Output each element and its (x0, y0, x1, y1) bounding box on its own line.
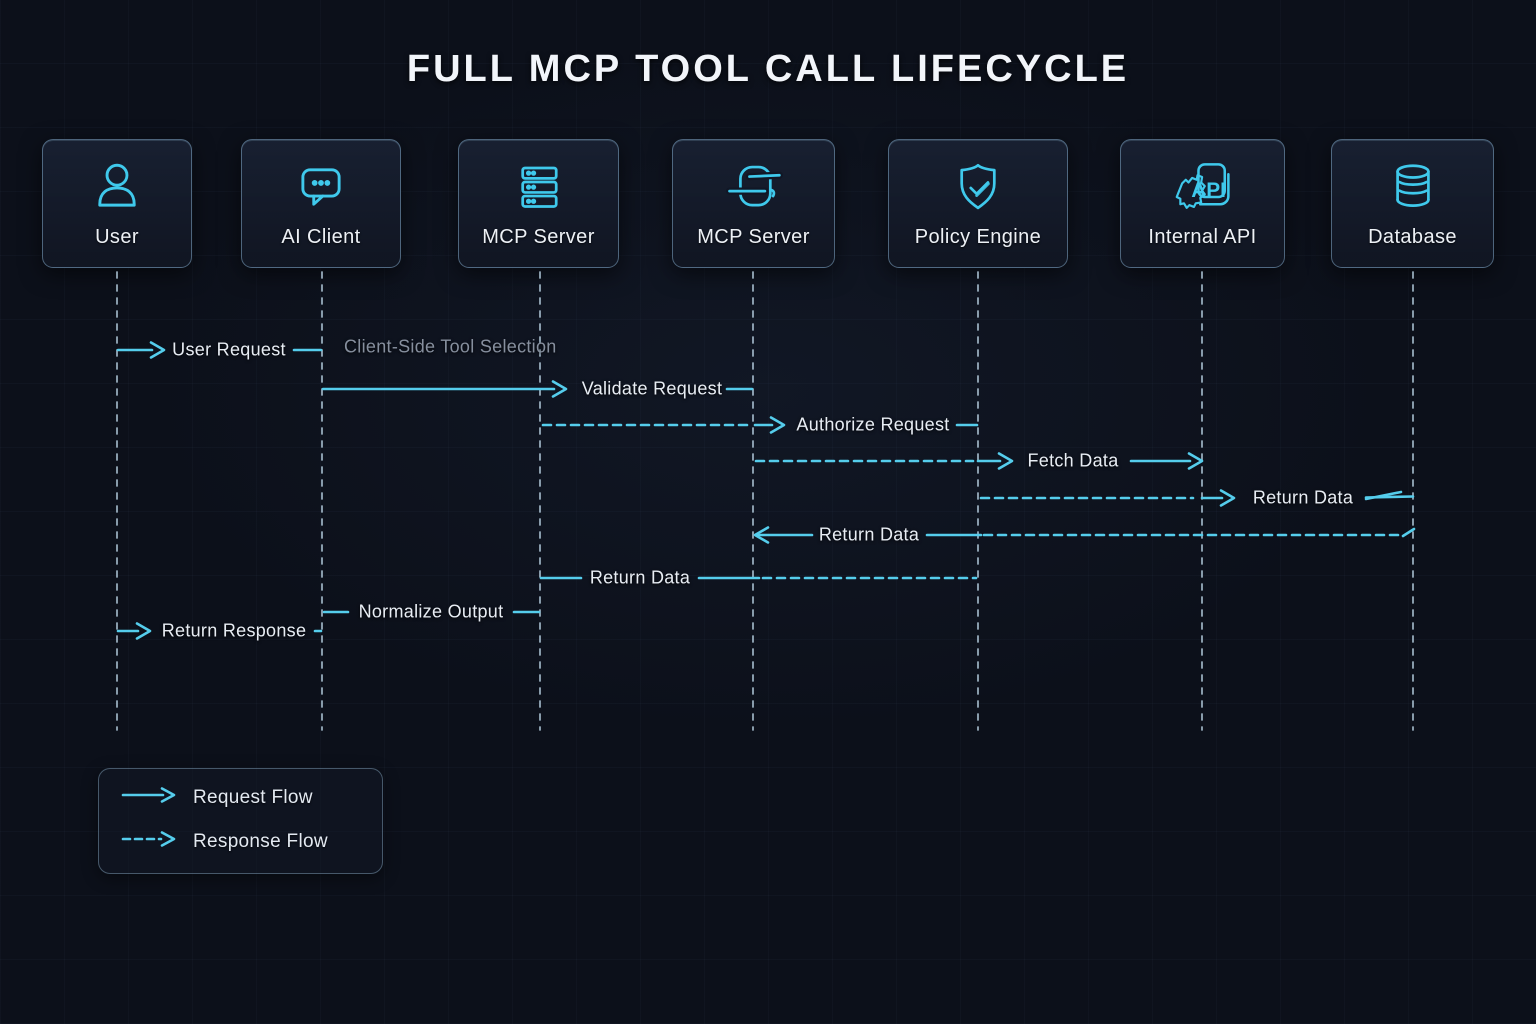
actor-label: User (95, 226, 139, 248)
message-label-return-data-1: Return Data (1252, 487, 1354, 508)
api-document-gear-icon: API (1174, 158, 1232, 216)
message-label-return-data-2: Return Data (818, 524, 920, 545)
shield-check-icon (949, 158, 1007, 216)
database-cylinder-icon (1384, 158, 1442, 216)
message-label-fetch-data: Fetch Data (1027, 450, 1119, 471)
message-label-normalize-output: Normalize Output (358, 601, 504, 622)
actor-label: MCP Server (482, 226, 595, 248)
actor-label: Policy Engine (914, 226, 1042, 248)
message-label-authorize-request: Authorize Request (796, 414, 950, 435)
message-label-validate-request: Validate Request (581, 378, 723, 399)
message-label-user-request: User Request (172, 339, 286, 360)
actor-label: Internal API (1148, 226, 1257, 248)
lifelines (116, 271, 1414, 731)
actor-policy-engine: Policy Engine (888, 139, 1068, 268)
actor-database: Database (1331, 139, 1494, 268)
chat-bubble-icon (292, 158, 350, 216)
message-label-return-response: Return Response (161, 620, 307, 641)
actor-label: Database (1368, 226, 1457, 248)
legend-response-label: Response Flow (193, 830, 328, 852)
message-arrows (116, 341, 1416, 640)
legend-response-flow: Response Flow (121, 830, 328, 853)
dashed-arrow-icon (121, 830, 177, 853)
actor-internal-api: API Internal API (1120, 139, 1285, 268)
diagram-title: FULL MCP TOOL CALL LIFECYCLE (406, 48, 1130, 90)
actor-ai-client: AI Client (241, 139, 401, 268)
message-label-return-data-3: Return Data (589, 567, 691, 588)
legend-request-label: Request Flow (193, 786, 313, 808)
legend-request-flow: Request Flow (121, 786, 313, 809)
actor-label: AI Client (281, 226, 361, 248)
actor-mcp-server-2: MCP Server (672, 139, 835, 268)
solid-arrow-icon (121, 786, 177, 809)
actor-mcp-server-1: MCP Server (458, 139, 619, 268)
user-icon (88, 158, 146, 216)
mcp-logo-icon (725, 158, 783, 216)
actor-user: User (42, 139, 192, 268)
server-rack-icon (510, 158, 568, 216)
legend-box: Request Flow Response Flow (98, 768, 383, 874)
actor-label: MCP Server (697, 226, 810, 248)
svg-text:API: API (1191, 179, 1226, 202)
message-note-client-side-tool-selection: Client-Side Tool Selection (344, 336, 557, 357)
